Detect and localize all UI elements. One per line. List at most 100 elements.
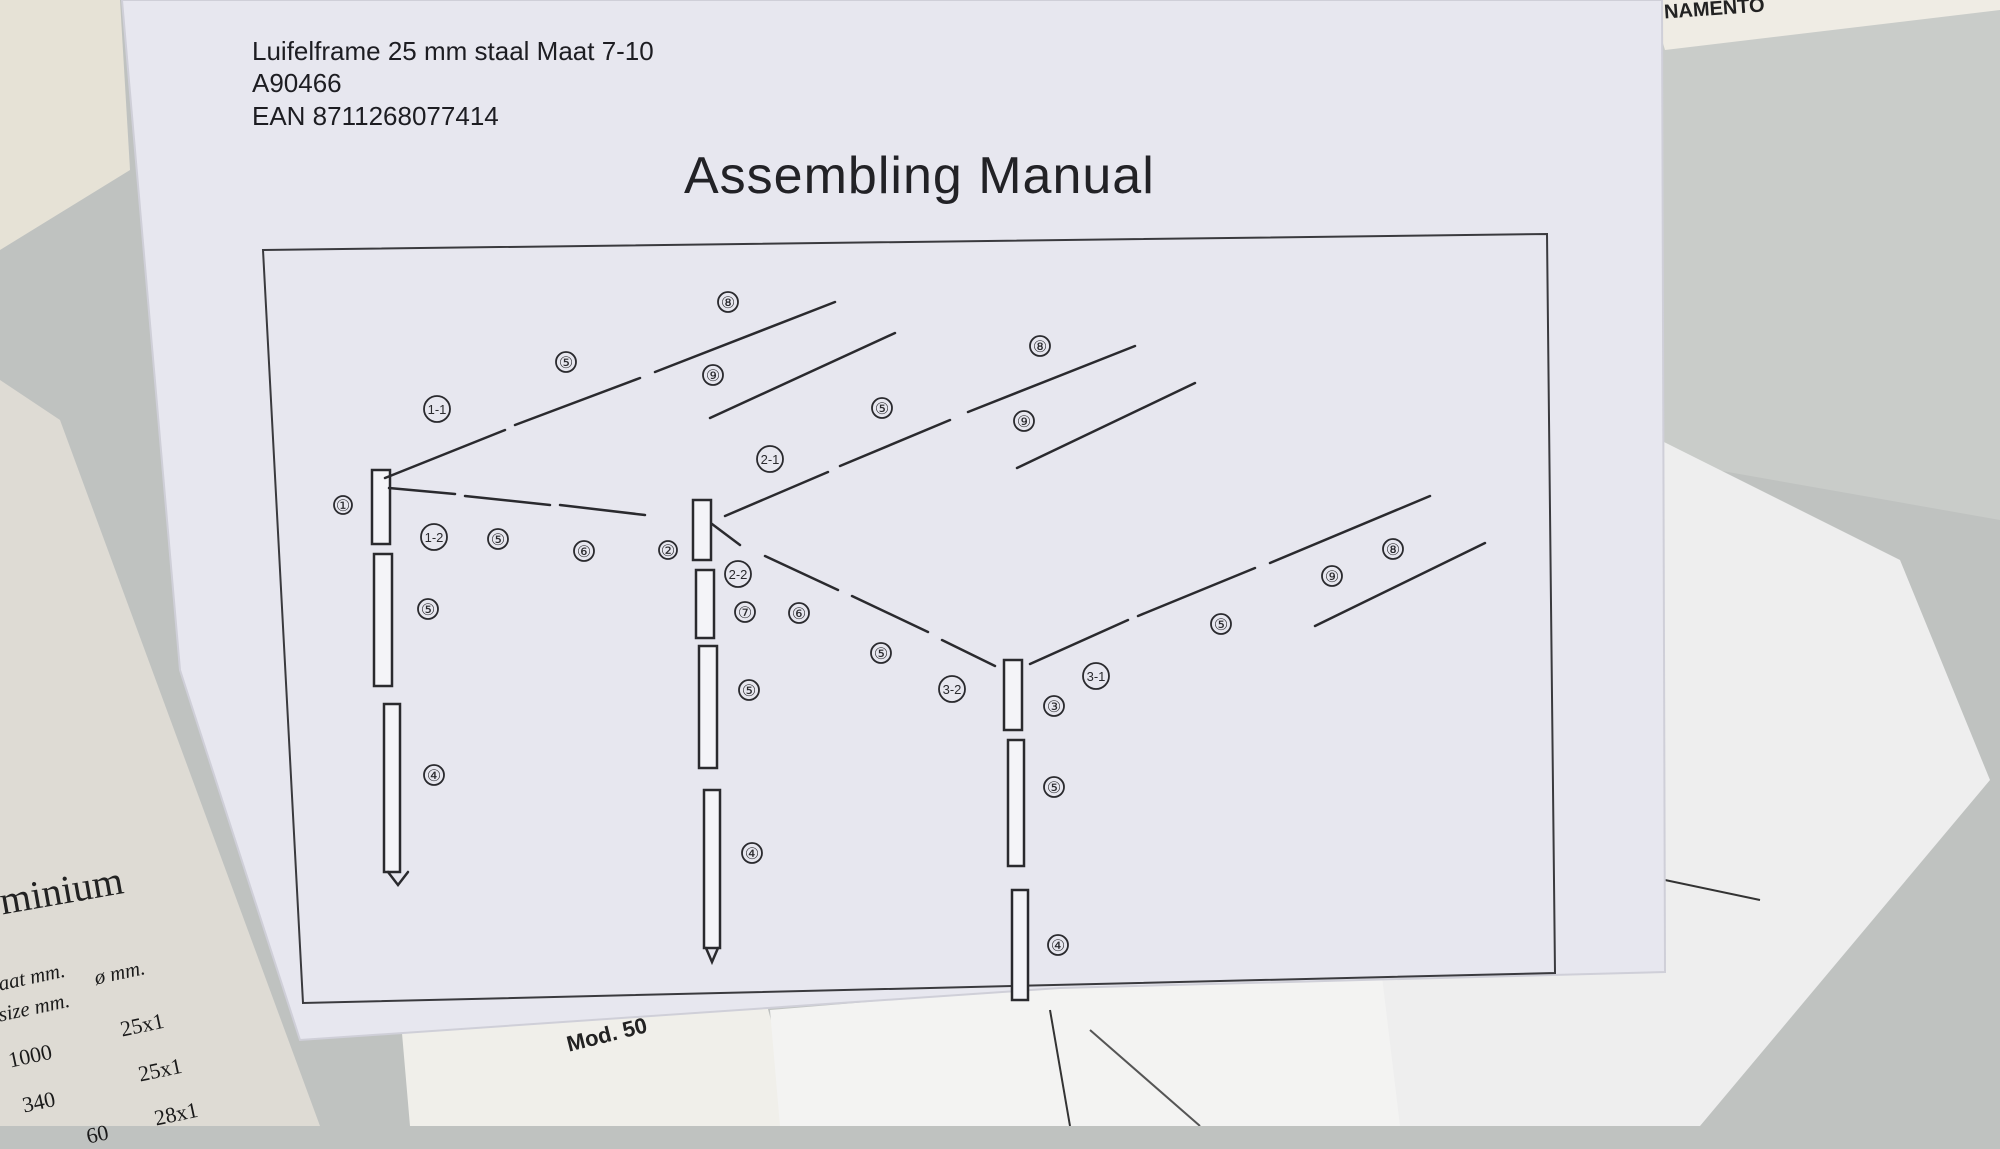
label-circle-5-mid [871, 397, 893, 419]
label-circle-4-right [1047, 934, 1069, 956]
part-label-5-lowbeam: ⑤ [874, 646, 888, 663]
label-circle-2 [658, 540, 678, 560]
label-circle-8-mid [1029, 335, 1051, 357]
part-label-3-2: 3-2 [943, 682, 962, 697]
table-top-right [1640, 0, 2000, 520]
label-circle-5-midleg [738, 679, 760, 701]
rafter-9b [1015, 381, 1197, 470]
rafter-8a [653, 300, 837, 374]
right-line [1664, 879, 1761, 901]
part-label-1-2: 1-2 [425, 530, 444, 545]
beam-5a [463, 494, 552, 507]
bottom-line-2 [1089, 1029, 1201, 1126]
label-circle-5-right [1210, 613, 1232, 635]
label-circle-5-lowbeam [870, 642, 892, 664]
rafter-5a [513, 376, 642, 427]
label-circle-9-mid [1013, 410, 1035, 432]
rafter-5c [1136, 566, 1257, 618]
sheet-bottom [770, 960, 1400, 1126]
label-circle-1-1 [423, 395, 451, 423]
part-label-7: ⑦ [738, 605, 752, 622]
part-label-5-left: ⑤ [421, 602, 435, 619]
rafter-3-1 [1028, 618, 1130, 666]
middle-leg-5 [697, 644, 719, 770]
part-label-5-rightleg: ⑤ [1047, 780, 1061, 797]
middle-corner-post [691, 498, 713, 562]
diagram-frame [261, 232, 1557, 1005]
label-circle-9-top [702, 364, 724, 386]
header-article-number: A90466 [252, 68, 342, 98]
left-leg-upper [372, 552, 394, 688]
part-label-1: ① [336, 498, 350, 515]
part-label-2-1: 2-1 [761, 452, 780, 467]
part-label-8-right: ⑧ [1386, 542, 1400, 559]
label-circle-6-mid [788, 602, 810, 624]
rafter-2-2 [710, 522, 742, 547]
beam-6b [763, 554, 840, 592]
booklet-top-left [0, 0, 130, 250]
part-label-8-mid: ⑧ [1033, 339, 1047, 356]
rafter-1-2 [387, 486, 457, 496]
rafter-1-1 [383, 428, 507, 480]
part-label-4-right: ④ [1051, 938, 1065, 955]
right-leg-4 [1010, 888, 1030, 1002]
manual-sheet-edge [120, 0, 1667, 1042]
label-circle-7 [734, 601, 756, 623]
label-circle-3 [1043, 695, 1065, 717]
rafter-3-2 [940, 638, 997, 668]
header-ean: EAN 8711268077414 [252, 101, 499, 131]
part-label-2: ② [661, 543, 675, 560]
left-foot [386, 870, 410, 888]
part-label-4-left: ④ [427, 768, 441, 785]
label-circle-2-2 [724, 560, 752, 588]
label-circle-9-right [1321, 565, 1343, 587]
part-label-5-mid: ⑤ [875, 401, 889, 418]
manual-sheet [122, 0, 1665, 1040]
right-leg-5 [1006, 738, 1026, 868]
part-label-5-right: ⑤ [1214, 617, 1228, 634]
part-label-5-midleg: ⑤ [742, 683, 756, 700]
label-circle-1-2 [420, 523, 448, 551]
left-corner-post [370, 468, 392, 546]
rafter-9c [1313, 541, 1487, 628]
label-circle-3-2 [938, 675, 966, 703]
part-label-8-top: ⑧ [721, 295, 735, 312]
rafter-2-1 [723, 470, 830, 518]
part-label-9-top: ⑨ [706, 368, 720, 385]
part-label-6-mid: ⑥ [792, 606, 806, 623]
left-leg-lower [382, 702, 402, 874]
label-circle-1 [333, 495, 353, 515]
bottom-line-1 [1049, 1009, 1071, 1126]
part-label-2-2: 2-2 [729, 567, 748, 582]
label-circle-6-beam [573, 540, 595, 562]
label-circle-3-1 [1082, 662, 1110, 690]
part-label-4-mid: ④ [745, 846, 759, 863]
photo-scene: ① 1-1 1-2 ② 2-1 2-2 ③ 3-1 3-2 ④ ④ ④ ⑤ ⑤ … [0, 0, 2000, 1126]
manual-title: Assembling Manual [684, 147, 1155, 205]
label-circle-8-top [717, 291, 739, 313]
beam-6a [558, 503, 647, 517]
rafter-8b [966, 344, 1137, 414]
label-circle-5-left [417, 598, 439, 620]
middle-foot [704, 946, 720, 966]
part-label-5-top: ⑤ [559, 355, 573, 372]
booklet-top-right [1650, 0, 2000, 50]
label-circle-8-right [1382, 538, 1404, 560]
part-label-circles [333, 291, 1404, 956]
part-label-texts: ① 1-1 1-2 ② 2-1 2-2 ③ 3-1 3-2 ④ ④ ④ ⑤ ⑤ … [336, 295, 1400, 955]
middle-leg-7 [694, 568, 716, 640]
part-label-1-1: 1-1 [428, 402, 447, 417]
part-label-5-beam: ⑤ [491, 532, 505, 549]
label-circle-5-rightleg [1043, 776, 1065, 798]
booklet-lower-left [0, 380, 320, 1126]
part-label-3: ③ [1047, 699, 1061, 716]
rafter-8c [1268, 494, 1432, 565]
header-product-name: Luifelframe 25 mm staal Maat 7-10 [252, 36, 654, 66]
beam-5b [850, 594, 930, 634]
part-label-9-right: ⑨ [1325, 569, 1339, 586]
rafter-5b [838, 418, 952, 468]
right-corner-post [1002, 658, 1024, 732]
rafter-9a [708, 331, 897, 420]
part-label-6-beam: ⑥ [577, 544, 591, 561]
label-circle-5-top [555, 351, 577, 373]
